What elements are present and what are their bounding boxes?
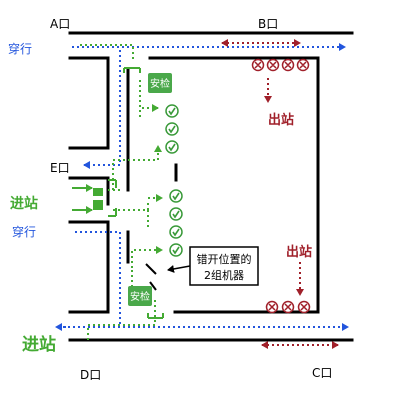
check-icon bbox=[169, 243, 183, 257]
exit-top-label: 出站 bbox=[268, 112, 294, 128]
check-icon bbox=[169, 189, 183, 203]
security-bottom-box bbox=[128, 286, 152, 306]
wall-mid-left bbox=[68, 176, 110, 206]
check-icon bbox=[165, 140, 179, 154]
exit-labels: A口 B口 E口 D口 C口 bbox=[50, 17, 332, 382]
entry-gate-mid bbox=[93, 179, 117, 217]
entry-arrows bbox=[72, 184, 93, 214]
exit-routes bbox=[221, 39, 339, 349]
entry-route-e bbox=[113, 200, 149, 211]
note-line-1: 错开位置的 bbox=[197, 252, 252, 266]
security-bottom-label: 安检 bbox=[130, 290, 150, 303]
wall-top-left bbox=[68, 56, 110, 150]
security-top-label: 安检 bbox=[150, 77, 170, 90]
exit-a-label: A口 bbox=[50, 17, 70, 31]
check-icon bbox=[165, 104, 179, 118]
entry-route-d bbox=[112, 145, 162, 190]
wall-top-inner bbox=[148, 56, 320, 314]
check-icon bbox=[165, 122, 179, 136]
check-marks bbox=[168, 107, 180, 255]
entry-mid-label: 进站 bbox=[10, 195, 38, 212]
security-top-box bbox=[148, 73, 172, 93]
check-icon bbox=[169, 225, 183, 239]
exit-b-label: B口 bbox=[258, 17, 278, 31]
entry-bottom-label: 进站 bbox=[22, 334, 56, 355]
exit-gates-bottom bbox=[265, 300, 311, 314]
walls bbox=[68, 31, 354, 342]
security-top-gate: 安检 bbox=[123, 67, 172, 93]
passthrough-mid-route bbox=[75, 231, 121, 327]
passthrough-left-down bbox=[83, 50, 121, 169]
exit-e-label: E口 bbox=[50, 161, 70, 175]
exit-c-label: C口 bbox=[312, 366, 332, 380]
passthrough-top-label: 穿行 bbox=[8, 41, 32, 56]
entry-route-a bbox=[139, 80, 159, 112]
ticket-gates-lower bbox=[169, 189, 183, 257]
exit-right-label: 出站 bbox=[286, 244, 312, 260]
note-line-2: 2组机器 bbox=[204, 268, 244, 282]
check-icon bbox=[169, 207, 183, 221]
exit-gates-top bbox=[251, 58, 310, 72]
note-callout: 错开位置的 2组机器 bbox=[167, 246, 259, 286]
security-bottom-gate: 安检 bbox=[128, 263, 164, 319]
flow-labels: 穿行 穿行 进站 进站 出站 出站 bbox=[8, 41, 312, 355]
entry-routes bbox=[80, 44, 163, 340]
wall-left-lower bbox=[68, 220, 110, 314]
entry-route-h bbox=[131, 246, 163, 268]
exit-d-label: D口 bbox=[80, 368, 101, 382]
passthrough-routes bbox=[55, 43, 349, 331]
passthrough-mid-label: 穿行 bbox=[12, 224, 36, 239]
